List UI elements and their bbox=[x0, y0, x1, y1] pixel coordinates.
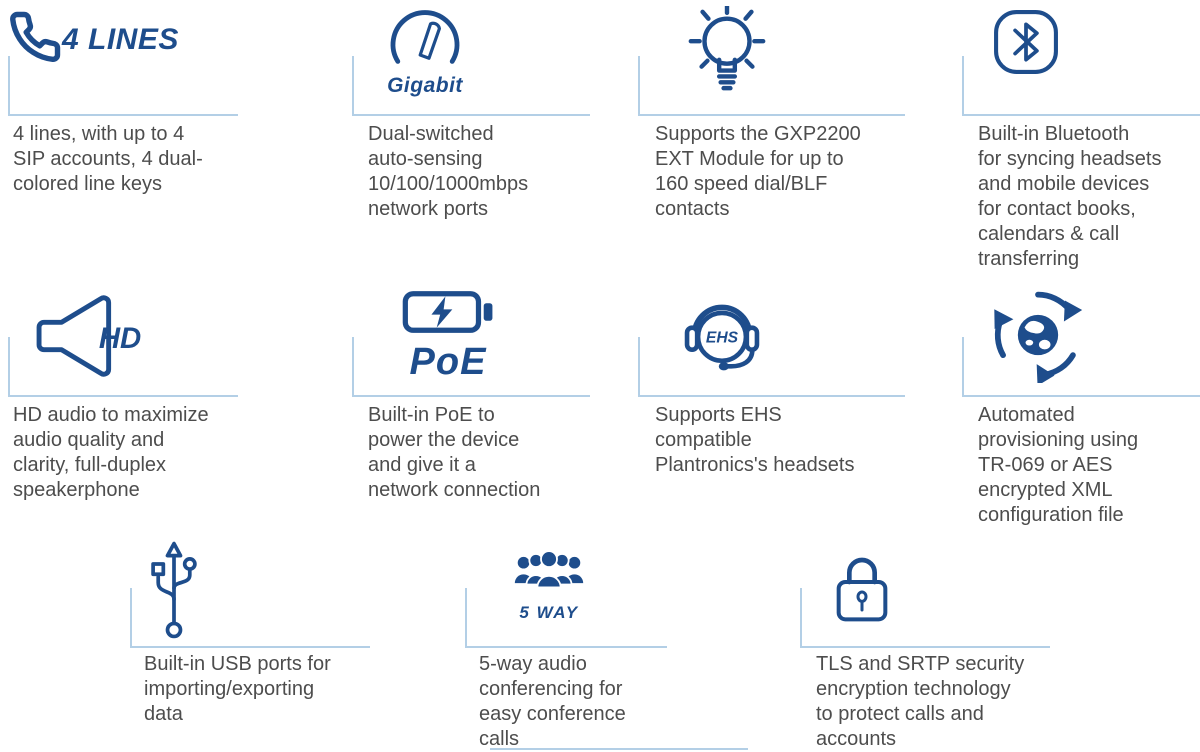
feature-text: 4 lines, with up to 4 SIP accounts, 4 du… bbox=[13, 123, 203, 195]
feature-text: TLS and SRTP security encryption technol… bbox=[816, 653, 1025, 750]
feature-text: Dual-switched auto-sensing 10/100/1000mb… bbox=[368, 123, 529, 220]
feature-label: HD bbox=[99, 322, 141, 355]
phone-icon bbox=[10, 11, 61, 63]
accent-line bbox=[130, 588, 370, 648]
bluetooth-icon bbox=[994, 10, 1058, 74]
feature-text: Built-in PoE to power the device and giv… bbox=[368, 404, 541, 501]
feature-label: PoE bbox=[409, 341, 487, 383]
accent-line bbox=[352, 337, 590, 397]
feature-text: Automated provisioning using TR-069 or A… bbox=[978, 404, 1139, 526]
feature-text: Supports the GXP2200 EXT Module for up t… bbox=[655, 123, 861, 220]
lightbulb-icon bbox=[688, 6, 766, 91]
accent-line bbox=[8, 56, 238, 116]
speedometer-icon bbox=[390, 10, 460, 64]
battery-icon bbox=[402, 291, 493, 333]
accent-line bbox=[8, 337, 238, 397]
accent-line bbox=[465, 588, 667, 648]
globe-sync-icon bbox=[994, 291, 1083, 383]
feature-text: HD audio to maximize audio quality and c… bbox=[13, 404, 209, 501]
speaker-icon: HD bbox=[36, 295, 141, 377]
feature-label: 5 WAY bbox=[519, 603, 579, 622]
bottom-divider bbox=[490, 748, 748, 750]
accent-line bbox=[352, 56, 590, 116]
feature-text: Supports EHS compatible Plantronics's he… bbox=[655, 404, 855, 476]
accent-line bbox=[800, 588, 1050, 648]
feature-text: 5-way audio conferencing for easy confer… bbox=[479, 653, 626, 750]
accent-line bbox=[638, 56, 905, 116]
feature-text: Built-in Bluetooth for syncing headsets … bbox=[978, 123, 1162, 270]
accent-line bbox=[638, 337, 905, 397]
usb-icon bbox=[151, 541, 197, 639]
accent-line bbox=[962, 56, 1200, 116]
feature-label: 4 LINES bbox=[62, 23, 179, 56]
feature-label: Gigabit bbox=[387, 74, 463, 97]
headset-icon: EHS bbox=[684, 304, 760, 371]
feature-text: Built-in USB ports for importing/exporti… bbox=[144, 653, 331, 725]
feature-label: EHS bbox=[706, 329, 739, 346]
padlock-icon bbox=[836, 557, 888, 622]
conference-icon bbox=[514, 550, 584, 589]
accent-line bbox=[962, 337, 1200, 397]
